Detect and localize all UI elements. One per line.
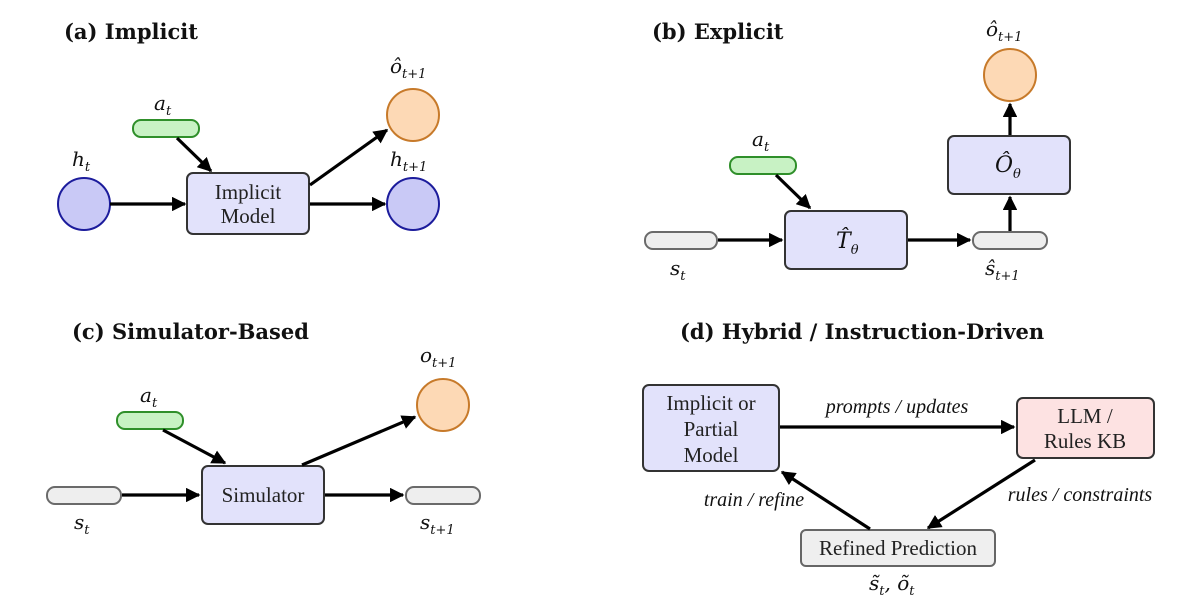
prediction-variables-label: s̃t, õt <box>869 571 915 599</box>
llm-rules-kb-label-line2: Rules KB <box>1044 429 1126 453</box>
next-state-node <box>972 231 1048 250</box>
panel-explicit: (b) Explicit at st T̂θ ŝt+1 Ôθ ôt+1 <box>644 17 1071 284</box>
edge-label-rules-constraints: rules / constraints <box>1008 484 1153 506</box>
edge-prediction-to-model <box>780 470 871 531</box>
next-state-node <box>405 486 481 505</box>
edge-action-to-model <box>175 136 213 173</box>
llm-rules-kb-label-line1: LLM / <box>1057 404 1113 428</box>
state-label: st <box>74 510 90 538</box>
panel-title: (a) Implicit <box>64 19 198 44</box>
simulator-label: Simulator <box>222 483 305 507</box>
llm-rules-kb-box <box>1016 397 1155 459</box>
next-state-label: ŝt+1 <box>985 256 1020 284</box>
action-label: at <box>752 127 770 155</box>
edge-simulator-to-observation <box>301 415 417 467</box>
refined-prediction-label: Refined Prediction <box>819 536 978 560</box>
next-observation-node <box>416 378 470 432</box>
panel-title: (c) Simulator-Based <box>72 319 309 344</box>
next-observation-label: ôt+1 <box>390 54 426 82</box>
observation-model-box <box>947 135 1071 195</box>
action-label: at <box>140 383 158 411</box>
edge-action-to-transition <box>774 173 812 210</box>
action-label: at <box>154 91 172 119</box>
panel-title: (b) Explicit <box>652 19 784 44</box>
refined-prediction-box <box>800 529 996 567</box>
next-observation-node <box>386 88 440 142</box>
next-state-label: st+1 <box>420 510 455 538</box>
next-hidden-state-label: ht+1 <box>390 147 427 175</box>
next-observation-label: ôt+1 <box>986 17 1022 45</box>
edge-label-prompts-updates: prompts / updates <box>824 396 969 418</box>
partial-model-label-line2: Partial <box>684 417 739 441</box>
state-node <box>644 231 718 250</box>
transition-model-label: T̂θ <box>836 228 859 258</box>
panel-title: (d) Hybrid / Instruction-Driven <box>680 319 1044 344</box>
action-node <box>132 119 200 138</box>
implicit-model-label-line2: Model <box>221 204 276 228</box>
edge-action-to-simulator <box>162 428 227 465</box>
partial-model-label-line1: Implicit or <box>666 391 755 415</box>
implicit-model-box <box>186 172 310 235</box>
edge-kb-to-prediction <box>926 458 1036 530</box>
partial-model-box <box>642 384 780 472</box>
state-node <box>46 486 122 505</box>
observation-model-label: Ôθ <box>995 151 1021 182</box>
transition-model-box <box>784 210 908 270</box>
partial-model-label-line3: Model <box>684 443 739 467</box>
implicit-model-label-line1: Implicit <box>215 180 282 204</box>
next-hidden-state-node <box>386 177 440 231</box>
state-label: st <box>670 256 686 284</box>
next-observation-label: ot+1 <box>420 343 456 371</box>
action-node <box>729 156 797 175</box>
panel-implicit: (a) Implicit at ht Implicit Model ôt+1 h… <box>57 19 440 235</box>
next-observation-node <box>983 48 1037 102</box>
hidden-state-label: ht <box>72 147 91 175</box>
hidden-state-node <box>57 177 111 231</box>
edge-model-to-observation <box>309 128 389 187</box>
action-node <box>116 411 184 430</box>
edge-label-train-refine: train / refine <box>704 489 804 511</box>
panel-hybrid: (d) Hybrid / Instruction-Driven Implicit… <box>642 319 1155 599</box>
panel-simulator: (c) Simulator-Based at st Simulator st+1… <box>46 319 481 538</box>
simulator-box <box>201 465 325 525</box>
